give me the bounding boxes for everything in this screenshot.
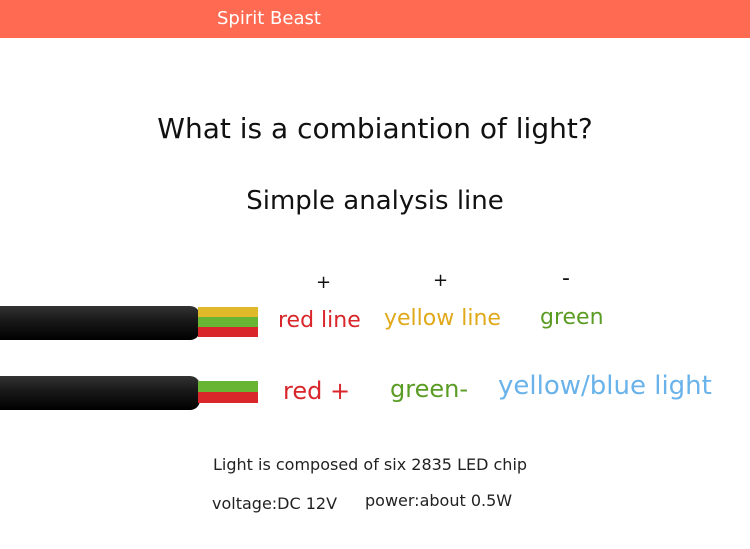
wire-red <box>198 392 258 403</box>
voltage-spec: voltage:DC 12V <box>212 494 338 513</box>
led-chip-spec: Light is composed of six 2835 LED chip <box>213 455 528 474</box>
label-yellow-blue-light: yellow/blue light <box>498 371 712 401</box>
wire-red <box>198 327 258 337</box>
cable-2-wires <box>198 381 258 403</box>
wire-yellow <box>198 307 258 317</box>
cable-1 <box>0 306 200 340</box>
label-red-line: red line <box>278 308 361 333</box>
wire-green <box>198 317 258 327</box>
header-bar: Spirit Beast <box>0 0 750 38</box>
cable-2 <box>0 376 200 410</box>
plus-sign-red: + <box>316 272 332 293</box>
page-subtitle: Simple analysis line <box>246 186 504 216</box>
wire-green <box>198 381 258 392</box>
cable-1-wires <box>198 307 258 337</box>
label-green: green <box>540 305 604 330</box>
label-red-plus: red + <box>283 377 351 405</box>
brand-name: Spirit Beast <box>217 8 321 29</box>
plus-sign-yellow: + <box>433 270 449 291</box>
page-title: What is a combiantion of light? <box>157 112 593 145</box>
power-spec: power:about 0.5W <box>365 491 513 510</box>
label-yellow-line: yellow line <box>384 306 501 331</box>
minus-sign-green: - <box>562 266 570 291</box>
label-green-minus: green- <box>390 375 468 403</box>
